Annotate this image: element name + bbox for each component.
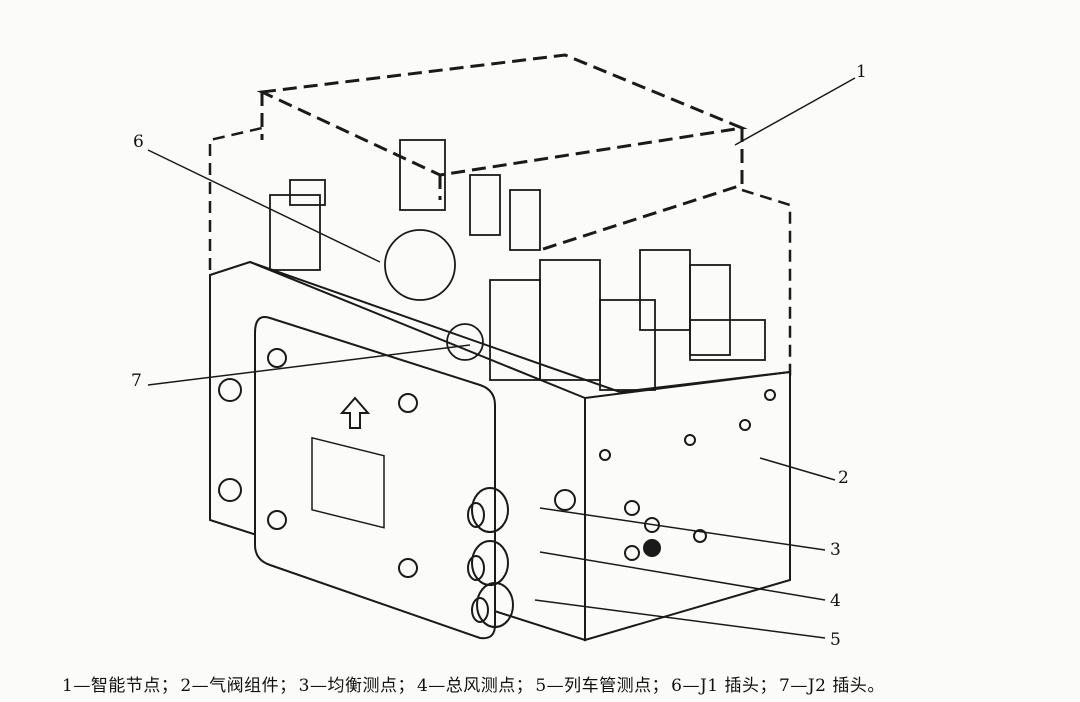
callout-4: 4: [830, 591, 841, 611]
flow-arrow-icon: [339, 396, 371, 429]
caption-item-4: 4—总风测点；: [416, 676, 534, 696]
caption-item-1: 1—智能节点；: [62, 676, 179, 696]
callout-7: 7: [131, 371, 142, 391]
caption-item-7: 7—J2 插头。: [779, 676, 885, 696]
caption-item-5: 5—列车管测点；: [535, 676, 670, 696]
callout-6: 6: [133, 132, 144, 152]
callout-1: 1: [856, 62, 867, 82]
callout-3: 3: [830, 540, 841, 560]
valve-components: [269, 139, 766, 391]
cover-plate: [254, 316, 496, 640]
smart-node-box: [256, 53, 748, 252]
caption-item-3: 3—均衡测点；: [298, 676, 415, 696]
caption-item-2: 2—气阀组件；: [180, 676, 297, 696]
figure-caption: 1—智能节点；2—气阀组件；3—均衡测点；4—总风测点；5—列车管测点；6—J1…: [62, 671, 887, 696]
test-point-connectors: [467, 487, 514, 628]
callout-5: 5: [830, 630, 841, 650]
callout-2: 2: [838, 468, 849, 488]
caption-item-6: 6—J1 插头；: [671, 676, 777, 696]
leader-lines: [147, 77, 856, 639]
